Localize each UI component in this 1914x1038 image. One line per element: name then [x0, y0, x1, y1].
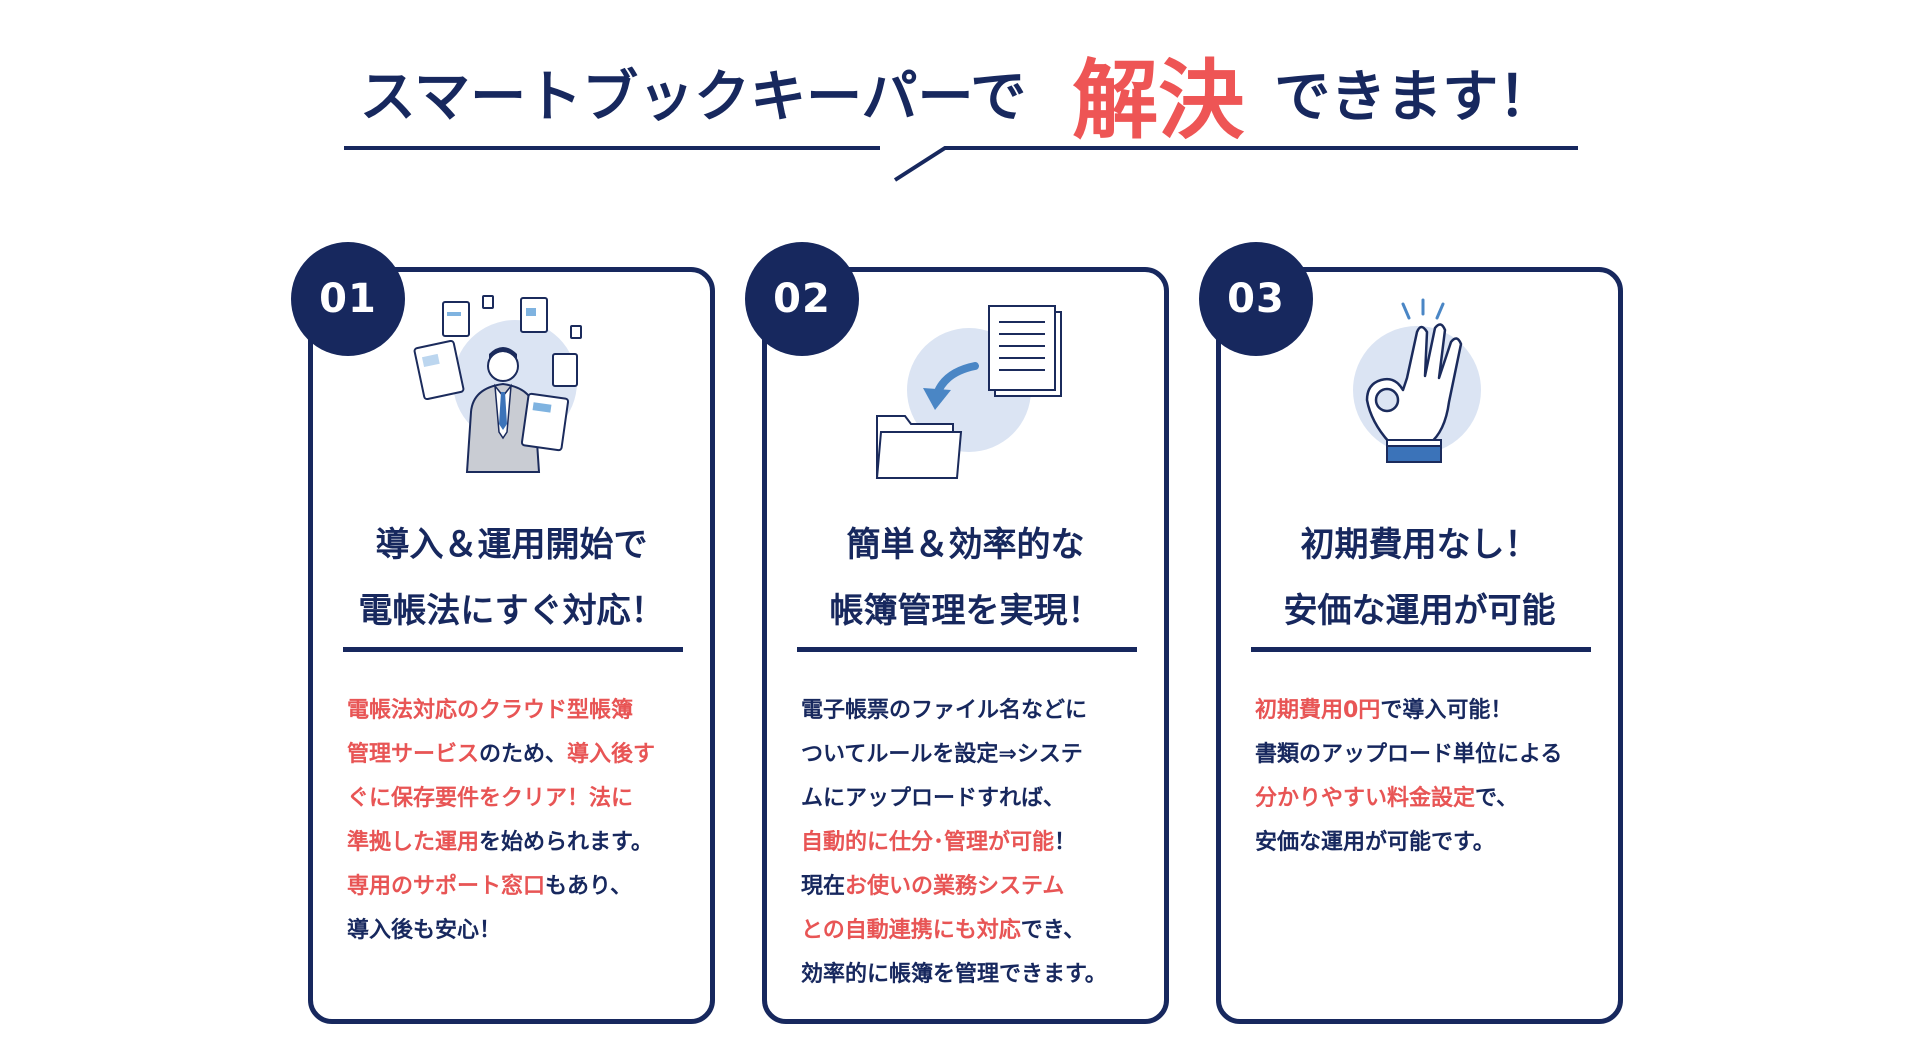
body-text: 効率的に帳簿を管理できます。	[801, 962, 1107, 987]
body-line: ぐに保存要件をクリア！法に	[347, 777, 697, 821]
body-text: 書類のアップロード単位による	[1255, 742, 1563, 767]
body-text: 現在	[801, 874, 846, 899]
body-line: 書類のアップロード単位による	[1255, 733, 1605, 777]
document-to-folder-icon	[857, 292, 1077, 492]
highlighted-text: 専用のサポート窓口	[347, 874, 546, 899]
businessman-with-documents-icon	[403, 292, 623, 492]
body-text: 導入後も安心！	[347, 918, 502, 943]
highlighted-text: 自動的に仕分･管理が可能	[801, 830, 1055, 855]
body-text: もあり、	[545, 874, 633, 899]
body-line: 専用のサポート窓口もあり、	[347, 865, 697, 909]
page-headline: スマートブックキーパーで解決できます！	[0, 30, 1914, 155]
card-title-line: 初期費用なし！	[1300, 525, 1539, 565]
body-line: 電子帳票のファイル名などに	[801, 689, 1151, 733]
body-text: ムにアップロードすれば、	[801, 786, 1066, 811]
card-number-badge: 03	[1199, 242, 1313, 356]
body-line: ムにアップロードすれば、	[801, 777, 1151, 821]
card-title-line: 簡単＆効率的な	[846, 525, 1085, 565]
card-title-divider	[797, 647, 1137, 652]
highlighted-text: との自動連携にも対応	[801, 918, 1021, 943]
card-title: 導入＆運用開始で 電帳法にすぐ対応！	[313, 512, 710, 644]
highlighted-text: 初期費用0円	[1255, 698, 1381, 723]
card-title-line: 安価な運用が可能	[1283, 591, 1556, 631]
card-title: 初期費用なし！ 安価な運用が可能	[1221, 512, 1618, 644]
body-line: ついてルールを設定⇒システ	[801, 733, 1151, 777]
card-number-badge: 02	[745, 242, 859, 356]
highlighted-text: 電帳法対応のクラウド型帳簿	[347, 698, 634, 723]
body-line: との自動連携にも対応でき、	[801, 909, 1151, 953]
card-body: 電帳法対応のクラウド型帳簿管理サービスのため、導入後すぐに保存要件をクリア！法に…	[347, 689, 697, 953]
highlighted-text: 分かりやすい料金設定	[1255, 786, 1476, 811]
body-line: 自動的に仕分･管理が可能！	[801, 821, 1151, 865]
highlighted-text: 管理サービス	[347, 742, 480, 767]
headline-accent: 解決	[1072, 51, 1245, 151]
headline-prefix: スマートブックキーパーで	[359, 65, 1027, 130]
card-title-divider	[1251, 647, 1591, 652]
body-text: 安価な運用が可能です。	[1255, 830, 1495, 855]
body-line: 現在お使いの業務システム	[801, 865, 1151, 909]
ok-hand-gesture-icon	[1311, 292, 1531, 492]
feature-card-1: 01	[291, 242, 715, 1024]
highlighted-text: 準拠した運用	[347, 830, 480, 855]
body-text: でき、	[1020, 918, 1086, 943]
body-text: ！	[1054, 830, 1077, 855]
body-line: 導入後も安心！	[347, 909, 697, 953]
card-body: 初期費用0円で導入可能！書類のアップロード単位による分かりやすい料金設定で、安価…	[1255, 689, 1605, 865]
body-line: 分かりやすい料金設定で、	[1255, 777, 1605, 821]
body-text: で、	[1475, 786, 1519, 811]
feature-card-3: 03 初期費用なし！ 安価な運用が可能 初期費用0円で導入可能！ 書類のアップロー…	[1199, 242, 1623, 1024]
card-title-line: 帳簿管理を実現！	[829, 591, 1102, 631]
body-text: 電子帳票のファイル名などに	[801, 698, 1088, 723]
body-text: で導入可能！	[1380, 698, 1513, 723]
card-number-badge: 01	[291, 242, 405, 356]
body-text: のため、	[479, 742, 568, 767]
card-title-line: 電帳法にすぐ対応！	[358, 591, 665, 631]
card-title: 簡単＆効率的な 帳簿管理を実現！	[767, 512, 1164, 644]
body-line: 準拠した運用を始められます。	[347, 821, 697, 865]
body-line: 安価な運用が可能です。	[1255, 821, 1605, 865]
highlighted-text: 導入後す	[567, 742, 656, 767]
body-line: 初期費用0円で導入可能！	[1255, 689, 1605, 733]
headline-suffix: できます！	[1274, 65, 1555, 130]
card-title-divider	[343, 647, 683, 652]
feature-card-2: 02 簡単＆効率的な 帳簿管理を実現！	[745, 242, 1169, 1024]
card-body: 電子帳票のファイル名などについてルールを設定⇒システムにアップロードすれば、自動…	[801, 689, 1151, 997]
card-title-line: 導入＆運用開始で	[375, 525, 648, 565]
body-line: 電帳法対応のクラウド型帳簿	[347, 689, 697, 733]
headline-underline	[344, 146, 1578, 182]
body-line: 効率的に帳簿を管理できます。	[801, 953, 1151, 997]
body-text: ついてルールを設定⇒システ	[801, 742, 1083, 767]
highlighted-text: ぐに保存要件をクリア！法に	[347, 786, 634, 811]
body-line: 管理サービスのため、導入後す	[347, 733, 697, 777]
body-text: を始められます。	[479, 830, 653, 855]
highlighted-text: お使いの業務システム	[845, 874, 1065, 899]
